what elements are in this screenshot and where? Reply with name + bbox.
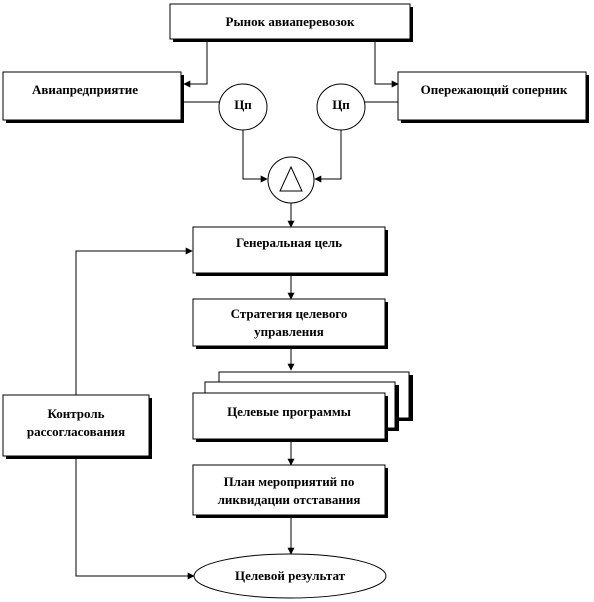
enterprise-label: Авиапредприятие	[32, 82, 138, 97]
arrow-market-to-enterprise	[183, 39, 208, 88]
cp-left-label: Цп	[234, 97, 252, 112]
arrow-control-to-result	[75, 457, 195, 580]
competitor-label: Опережающий соперник	[421, 82, 568, 97]
competitor-box: Опережающий соперник	[397, 71, 589, 123]
control-label-line1: Контроль	[47, 406, 104, 421]
delta-icon	[279, 165, 303, 192]
programs-label: Целевые программы	[227, 404, 351, 419]
plan-label-line2: ликвидации отставания	[218, 492, 361, 507]
arrow-cp-left-to-comparator	[242, 122, 268, 183]
strategy-box: Стратегия целевого управления	[192, 298, 388, 349]
result-label: Целевой результат	[235, 568, 346, 583]
general-goal-box: Генеральная цель	[192, 226, 388, 276]
general-goal-label: Генеральная цель	[236, 235, 342, 250]
control-box: Контроль рассогласования	[2, 394, 152, 459]
arrow-market-to-competitor	[374, 39, 399, 88]
cp-right-label: Цп	[332, 97, 350, 112]
connectors	[75, 39, 399, 580]
programs-stack: Целевые программы	[192, 371, 413, 442]
market-box: Рынок авиаперевозок	[169, 3, 413, 42]
enterprise-box: Авиапредприятие	[2, 71, 184, 123]
comparator-circle	[267, 156, 315, 204]
control-label-line2: рассогласования	[27, 424, 125, 439]
cp-left-ellipse: Цп	[218, 83, 268, 131]
plan-box: План мероприятий по ликвидации отставани…	[192, 464, 388, 518]
result-ellipse: Целевой результат	[193, 553, 387, 599]
strategy-label-line1: Стратегия целевого	[231, 306, 348, 321]
arrow-control-to-goal	[75, 247, 193, 395]
plan-label-line1: План мероприятий по	[224, 474, 355, 489]
market-label: Рынок авиаперевозок	[226, 14, 356, 29]
strategy-label-line2: управления	[254, 324, 324, 339]
arrow-cp-right-to-comparator	[314, 122, 342, 183]
cp-right-ellipse: Цп	[316, 83, 366, 131]
